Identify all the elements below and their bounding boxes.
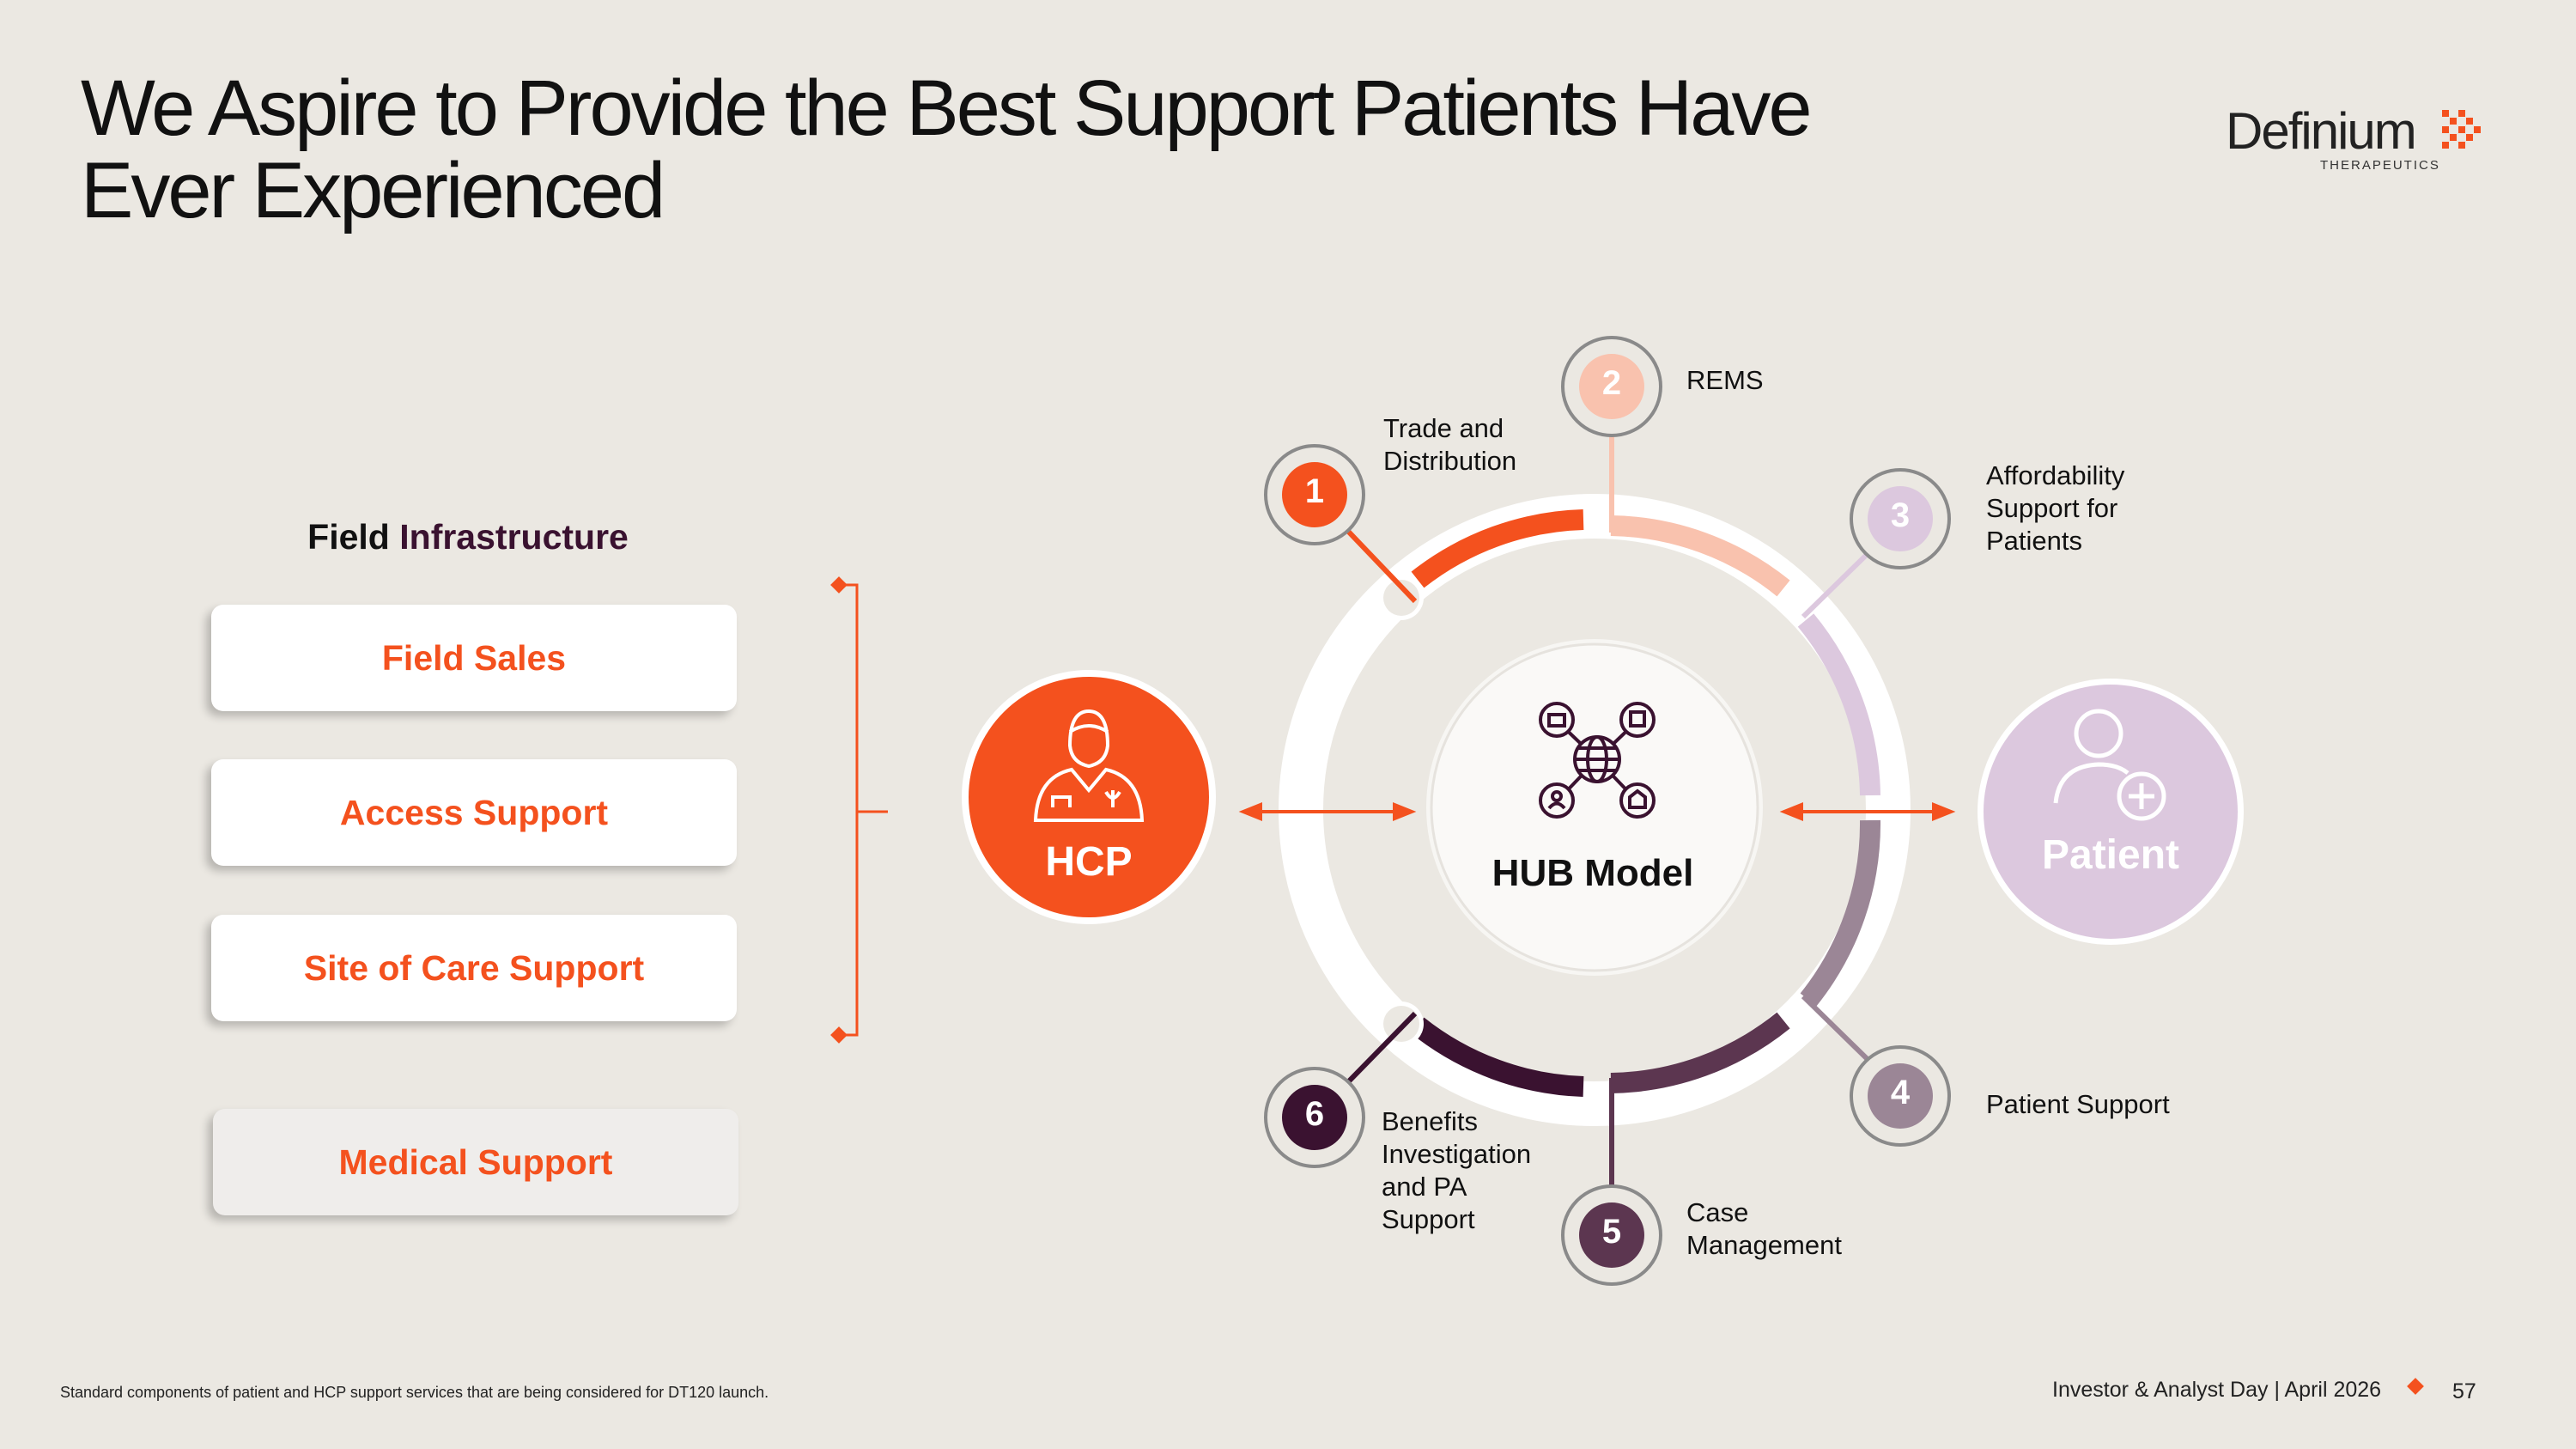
field-infrastructure-heading: Field Infrastructure: [249, 517, 687, 557]
step-5-label: Case Management: [1686, 1196, 1842, 1262]
step-number-4: 4: [1890, 1074, 1911, 1111]
field-heading-word: Field: [307, 517, 390, 557]
step-6-line-2: Investigation: [1382, 1139, 1532, 1169]
step-6-line-3: and PA: [1382, 1172, 1467, 1202]
network-globe-icon: [1539, 702, 1656, 819]
hub-patient-arrow: [1779, 802, 1956, 821]
patient-label: Patient: [2041, 832, 2180, 878]
access-support-box: Access Support: [211, 759, 737, 866]
step-5-line-1: Case: [1686, 1197, 1749, 1227]
infrastructure-heading-word: Infrastructure: [399, 517, 629, 557]
step-4-line-1: Patient Support: [1986, 1089, 2170, 1119]
step-4-label: Patient Support: [1986, 1088, 2170, 1121]
connector-1: [1337, 520, 1418, 604]
step-1-line-1: Trade and: [1383, 413, 1504, 443]
page-number: 57: [2452, 1379, 2476, 1403]
arc-segment-6: [1411, 1017, 1584, 1097]
step-number-2: 2: [1601, 364, 1622, 402]
page-title: We Aspire to Provide the Best Support Pa…: [81, 67, 2056, 232]
footnote: Standard components of patient and HCP s…: [60, 1384, 769, 1401]
step-3-label: Affordability Support for Patients: [1986, 460, 2124, 557]
step-number-6: 6: [1304, 1095, 1325, 1133]
arc-segment-2: [1610, 515, 1790, 597]
bracket-bottom-diamond: [830, 1026, 848, 1044]
step-badge-5: [1561, 1184, 1662, 1286]
logo-subtitle: THERAPEUTICS: [2320, 158, 2440, 173]
step-3-line-1: Affordability: [1986, 460, 2125, 490]
site-of-care-support-box: Site of Care Support: [211, 915, 737, 1021]
hub-model-label: HUB Model: [1492, 852, 1694, 894]
title-line-1: We Aspire to Provide the Best Support Pa…: [81, 64, 1813, 152]
step-number-1: 1: [1304, 472, 1325, 510]
title-line-2: Ever Experienced: [81, 147, 665, 234]
step-badge-2: [1561, 336, 1662, 437]
arc-segment-4: [1800, 819, 1881, 1007]
event-label: Investor & Analyst Day | April 2026: [2052, 1378, 2382, 1402]
step-badge-6: [1264, 1067, 1365, 1168]
logo-mark-icon: [2442, 110, 2481, 149]
step-2-label: REMS: [1686, 364, 1764, 397]
step-number-5: 5: [1601, 1213, 1622, 1251]
patient-circle: [1984, 685, 2238, 939]
step-3-line-2: Support for: [1986, 493, 2118, 523]
bracket-top-diamond: [830, 576, 848, 594]
arc-segment-1: [1411, 509, 1584, 588]
arc-segment-5: [1610, 1012, 1790, 1093]
step-5-line-2: Management: [1686, 1230, 1842, 1260]
hcp-label: HCP: [1045, 839, 1133, 885]
step-badge-1: [1264, 444, 1365, 545]
hcp-circle: [969, 677, 1209, 917]
medical-support-box: Medical Support: [213, 1109, 738, 1215]
step-6-line-1: Benefits: [1382, 1106, 1479, 1136]
step-6-label: Benefits Investigation and PA Support: [1382, 1105, 1531, 1236]
company-logo: Definium THERAPEUTICS: [2226, 101, 2500, 179]
doctor-icon: [1033, 709, 1145, 822]
field-bracket: [846, 583, 888, 1037]
step-1-label: Trade and Distribution: [1383, 412, 1516, 478]
person-plus-icon: [2053, 709, 2166, 821]
field-sales-box: Field Sales: [211, 605, 737, 711]
step-number-3: 3: [1890, 496, 1911, 534]
step-3-line-3: Patients: [1986, 526, 2083, 556]
step-badge-4: [1850, 1045, 1951, 1147]
logo-wordmark: Definium: [2226, 102, 2417, 160]
hcp-hub-arrow: [1238, 802, 1417, 821]
arc-segment-3: [1797, 613, 1880, 796]
step-2-line-1: REMS: [1686, 365, 1764, 395]
step-6-line-4: Support: [1382, 1204, 1475, 1234]
connector-6: [1337, 1011, 1418, 1093]
step-badge-3: [1850, 468, 1951, 569]
hub-circle: [1430, 642, 1759, 972]
step-1-line-2: Distribution: [1383, 446, 1517, 476]
